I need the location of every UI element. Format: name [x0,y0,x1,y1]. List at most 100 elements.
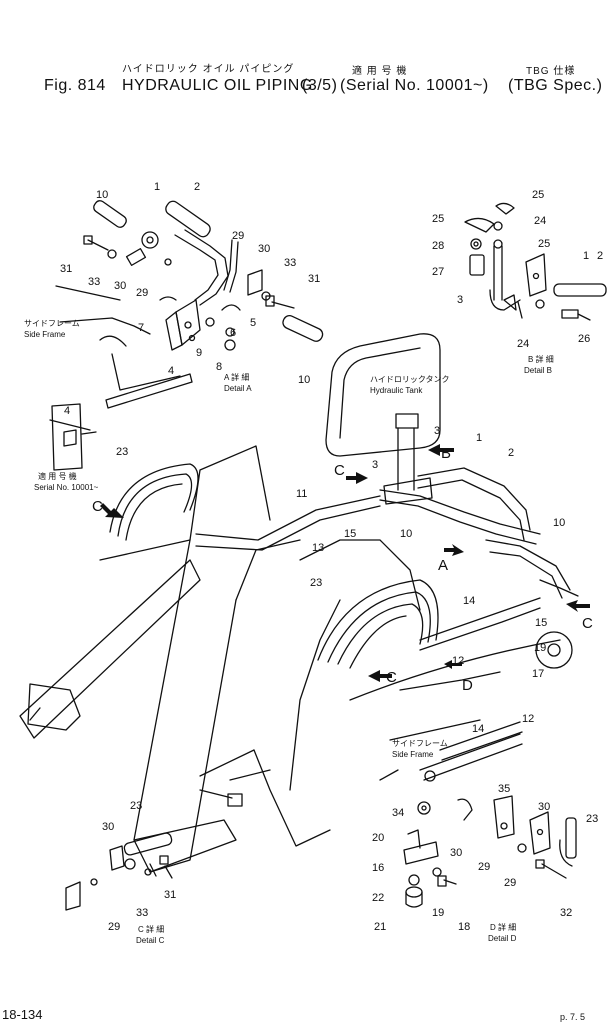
callout-3: 3 [434,425,440,437]
view-letters: B C C A C C D [92,445,593,694]
machine-frame [19,445,573,873]
callout-3: 3 [457,294,463,306]
title-japanese: ハイドロリック オイル パイピング [122,64,295,75]
callout-9: 9 [196,347,202,359]
view-letter-d: D [462,677,473,694]
detail-d-assembly [379,721,577,908]
page-corner-mark: p. 7. 5 [560,1012,586,1022]
detail-a-assembly [49,200,324,471]
callout-1: 1 [476,432,482,444]
callout-12: 12 [522,713,534,725]
callout-31: 31 [164,889,176,901]
callout-12: 12 [452,655,464,667]
callout-21: 21 [374,921,386,933]
callout-26: 26 [578,333,590,345]
callout-15: 15 [535,617,547,629]
callout-11: 11 [296,488,307,500]
callout-28: 28 [432,240,444,252]
callout-23: 23 [130,800,142,812]
callout-19: 19 [534,642,546,654]
callout-7: 7 [138,322,144,334]
view-letter-c: C [386,669,397,686]
callout-29: 29 [136,287,148,299]
callout-5: 5 [250,317,256,329]
detail-b-assembly [464,202,607,321]
view-letter-c: C [334,462,345,479]
callout-31: 31 [308,273,320,285]
callout-3: 3 [372,459,378,471]
callout-30: 30 [114,280,126,292]
callout-1: 1 [583,250,589,262]
callout-32: 32 [560,907,572,919]
callout-35: 35 [498,783,510,795]
callout-33: 33 [136,907,148,919]
figure-fraction: (3/5) [302,77,338,94]
callout-25: 25 [532,189,544,201]
callout-29: 29 [478,861,490,873]
detail-d-leader [399,671,501,691]
callout-24: 24 [517,338,529,350]
serial-jp-label: 適 用 号 機 [38,471,77,481]
callout-23: 23 [586,813,598,825]
side-frame-jp-label: サイドフレーム [392,739,448,748]
detail-d-jp-label: D 詳 細 [490,922,516,932]
detail-c-assembly [65,832,173,911]
callout-29: 29 [504,877,516,889]
callout-30: 30 [258,243,270,255]
serial-range: (Serial No. 10001~) [340,77,489,94]
callout-15: 15 [344,528,356,540]
callout-20: 20 [372,832,384,844]
detail-b-jp-label: B 詳 細 [528,354,554,364]
detail-c-label: Detail C [136,936,165,945]
callout-2: 2 [508,447,514,459]
figure-number: Fig. 814 [44,77,106,94]
callout-14: 14 [463,595,475,607]
callout-10: 10 [298,374,310,386]
callout-2: 2 [597,250,603,262]
callout-6: 6 [230,327,236,339]
diagram-labels: サイドフレーム Side Frame A 詳 細 Detail A B 詳 細 … [24,319,554,945]
callout-13: 13 [312,542,324,554]
detail-a-label: Detail A [224,384,252,393]
side-frame-label: Side Frame [392,750,434,759]
view-letter-c: C [582,615,593,632]
callout-4: 4 [168,365,174,377]
callout-30: 30 [102,821,114,833]
callout-25: 25 [538,238,550,250]
view-arrows [100,444,590,682]
callout-2: 2 [194,181,200,193]
detail-b-label: Detail B [524,366,552,375]
callout-4: 4 [64,405,70,417]
callout-17: 17 [532,668,544,680]
detail-d-label: Detail D [488,934,517,943]
view-letter-c: C [92,498,103,515]
serial-japanese: 適 用 号 機 [352,66,408,77]
detail-a-jp-label: A 詳 細 [224,372,249,382]
callout-18: 18 [458,921,470,933]
view-letter-a: A [438,557,448,574]
detail-c-jp-label: C 詳 細 [138,924,164,934]
hydraulic-tank-jp-label: ハイドロリックタンク [370,375,450,384]
spec-label: (TBG Spec.) [508,77,603,94]
callout-14: 14 [472,723,484,735]
callout-25: 25 [432,213,444,225]
figure-title: HYDRAULIC OIL PIPING [122,77,313,94]
side-frame-jp-label: サイドフレーム [24,319,80,328]
serial-label: Serial No. 10001~ [34,483,99,492]
callout-24: 24 [534,215,546,227]
hydraulic-tank-label: Hydraulic Tank [370,386,423,395]
callout-8: 8 [216,361,222,373]
callout-33: 33 [88,276,100,288]
spec-japanese: TBG 仕様 [526,66,576,77]
callout-10: 10 [553,517,565,529]
main-hoses [109,463,579,669]
view-letter-b: B [441,445,451,462]
callout-10: 10 [400,528,412,540]
page-number: 18-134 [2,1007,43,1022]
callout-10: 10 [96,189,108,201]
callout-19: 19 [432,907,444,919]
callout-33: 33 [284,257,296,269]
callout-29: 29 [108,921,120,933]
